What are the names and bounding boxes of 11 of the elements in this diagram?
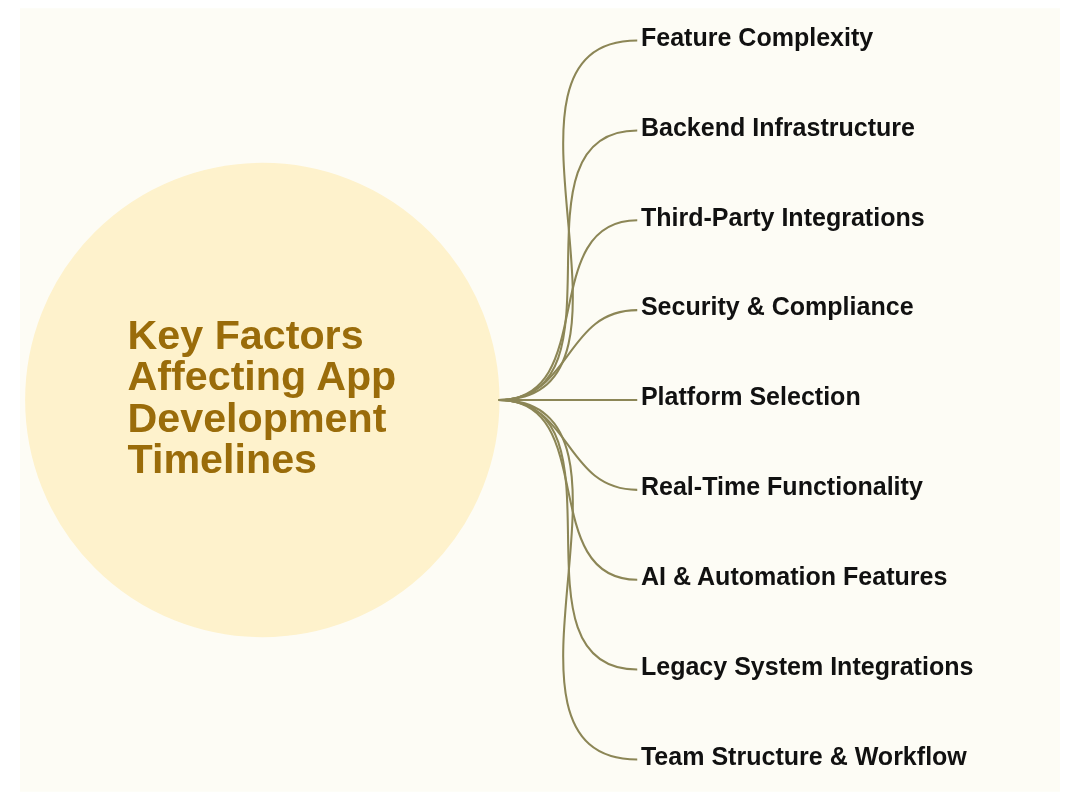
node-text: Real-Time Functionality xyxy=(640,472,923,501)
node-text: AI & Automation Features xyxy=(640,562,948,591)
node-text: Security & Compliance xyxy=(640,292,914,321)
node-text: Feature Complexity xyxy=(640,22,874,51)
connector xyxy=(498,399,638,761)
node-text: Backend Infrastructure xyxy=(640,112,915,141)
node-text: Platform Selection xyxy=(640,382,861,411)
node-circle: Key Factors Affecting App Development Timelines xyxy=(25,162,500,638)
node-text: Legacy System Integrations xyxy=(640,651,974,680)
node-text: Third-Party Integrations xyxy=(640,202,925,231)
node-text: Team Structure & Workflow xyxy=(640,741,967,770)
